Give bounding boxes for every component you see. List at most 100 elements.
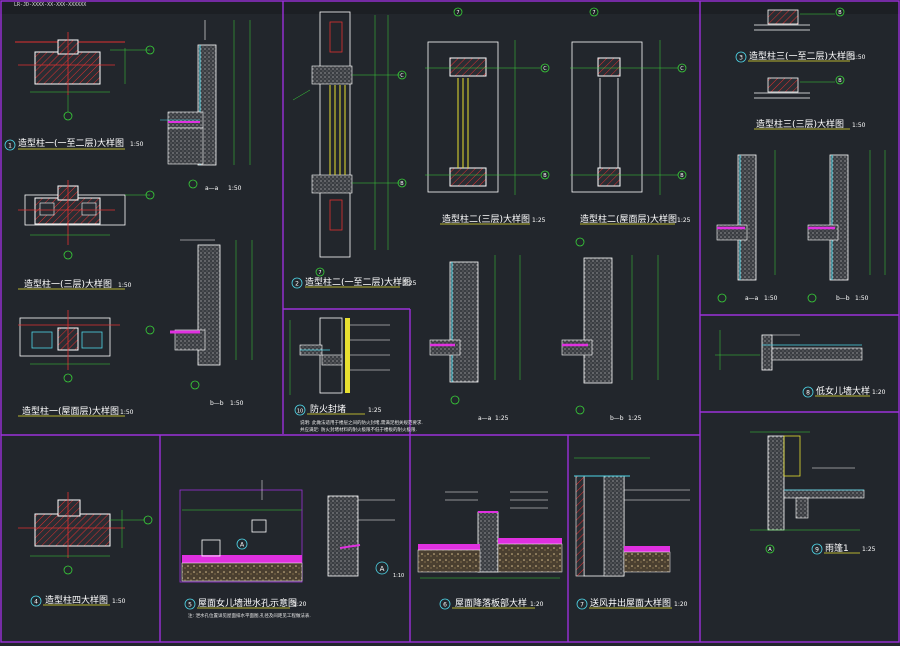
section-2a-scale: 1:25	[495, 415, 509, 422]
svg-text:1: 1	[8, 143, 12, 150]
section-3b-label: b—b	[836, 295, 850, 302]
svg-text:B: B	[400, 181, 404, 187]
fire-note-1: 说明: 此做法适用于楼层之间的防火封堵,需满足相关规范要求.	[300, 419, 423, 426]
detail-7-title-text: 送风井出屋面大样图	[590, 597, 671, 609]
detail-2b-title: 造型柱二(三层)大样图 1:25	[440, 213, 546, 225]
svg-text:A: A	[380, 565, 385, 573]
svg-text:A: A	[240, 542, 245, 549]
svg-text:C: C	[543, 66, 547, 72]
svg-text:B: B	[680, 173, 684, 179]
svg-text:A: A	[768, 547, 772, 553]
svg-text:7: 7	[318, 270, 321, 276]
detail-7-scale: 1:20	[674, 601, 688, 608]
detail-3b-title-text: 造型柱三(三层)大样图	[756, 118, 844, 130]
detail-1-plan-1	[15, 32, 155, 121]
svg-text:9: 9	[815, 547, 819, 554]
detail-1c-title-text: 造型柱一(屋面层)大样图	[22, 405, 119, 417]
detail-2c-title: 造型柱二(屋面层)大样图 1:25	[580, 213, 691, 225]
detail-2-section-b: b—b 1:25	[561, 237, 659, 422]
detail-2-plan-3rd: 7 C B	[425, 7, 550, 195]
fire-note-2: 并应满足: 防火封堵材料的耐火极限不低于楼板的耐火极限.	[300, 426, 417, 433]
svg-text:7: 7	[592, 10, 595, 16]
detail-9-canopy: A 9 雨篷1 1:25	[750, 431, 876, 555]
detail-1b-title-text: 造型柱一(三层)大样图	[24, 278, 112, 290]
svg-text:1:10: 1:10	[393, 573, 404, 579]
svg-text:4: 4	[34, 599, 38, 606]
detail-4-title-text: 造型柱四大样图	[45, 594, 108, 606]
detail-10-scale: 1:25	[368, 407, 382, 414]
section-3a-label: a—a	[745, 295, 759, 302]
detail-2-title: 2 造型柱二(一至二层)大样图 1:25	[291, 276, 417, 289]
detail-2-scale: 1:25	[403, 280, 417, 287]
svg-text:8: 8	[806, 390, 810, 397]
detail-3-scale: 1:50	[852, 54, 866, 61]
detail-2b-title-text: 造型柱二(三层)大样图	[442, 213, 530, 225]
detail-5-scale: 1:20	[293, 601, 307, 608]
detail-1c-scale: 1:50	[120, 409, 134, 416]
svg-text:C: C	[400, 73, 404, 79]
section-2b-scale: 1:25	[628, 415, 642, 422]
detail-2-section-a: a—a 1:25	[429, 255, 521, 422]
svg-text:5: 5	[188, 602, 192, 609]
section-2b-label: b—b	[610, 415, 624, 422]
detail-1-scale: 1:50	[130, 141, 144, 148]
detail-10-title-text: 防火封堵	[310, 403, 346, 415]
detail-1c-title: 造型柱一(屋面层)大样图 1:50	[18, 405, 134, 417]
detail-9-title-text: 雨篷1	[825, 542, 849, 554]
svg-text:3: 3	[739, 55, 743, 62]
detail-1-plan-3	[18, 310, 155, 383]
detail-9-scale: 1:25	[862, 546, 876, 553]
detail-7-shaft: 7 送风井出屋面大样图 1:20	[574, 457, 690, 610]
detail-1-title-text: 造型柱一(一至二层)大样图	[18, 137, 124, 149]
detail-3-plan-2: B 造型柱三(三层)大样图 1:50	[754, 75, 866, 130]
detail-3-section-a: a—a 1:50	[716, 150, 778, 303]
svg-text:B: B	[543, 173, 547, 179]
detail-2c-title-text: 造型柱二(屋面层)大样图	[580, 213, 677, 225]
detail-8-low-parapet: 8 低女儿墙大样 1:20	[715, 330, 886, 398]
section-3b-scale: 1:50	[855, 295, 869, 302]
svg-text:10: 10	[297, 409, 303, 415]
detail-1-plan-2	[18, 180, 155, 260]
detail-1b-scale: 1:50	[118, 282, 132, 289]
svg-text:7: 7	[456, 10, 459, 16]
section-2a-label: a—a	[478, 415, 492, 422]
titlebar-text: LR-JD-XXXX-XX-XXX-XXXXXX	[14, 2, 87, 8]
detail-2-plan-roof: 7 C B	[570, 7, 687, 195]
svg-text:B: B	[838, 10, 842, 16]
detail-2-title-text: 造型柱二(一至二层)大样图	[305, 276, 411, 288]
detail-1-title: 1 造型柱一(一至二层)大样图 1:50	[4, 137, 144, 151]
detail-5-drain: A A 1:10 5 屋面女儿墙泄水孔示意图 1:20 注: 泄水孔位置详见屋面…	[179, 480, 404, 619]
detail-4-scale: 1:50	[112, 598, 126, 605]
detail-6-scale: 1:20	[530, 601, 544, 608]
titlebar: LR-JD-XXXX-XX-XXX-XXXXXX	[0, 0, 900, 14]
detail-5-title-text: 屋面女儿墙泄水孔示意图	[198, 597, 297, 609]
svg-text:C: C	[680, 66, 684, 72]
svg-text:6: 6	[443, 602, 447, 609]
detail-1-section-b: b—b 1:50	[170, 239, 253, 407]
section-a-scale: 1:50	[228, 185, 242, 192]
detail-3-plan-1: B 3 造型柱三(一至二层)大样图 1:50	[735, 7, 866, 63]
detail-3-title-text: 造型柱三(一至二层)大样图	[749, 50, 855, 62]
section-b-label: b—b	[210, 400, 224, 407]
detail-10-fire-stop: 10 防火封堵 1:25 说明: 此做法适用于楼层之间的防火封堵,需满足相关规范…	[289, 317, 423, 433]
detail-1-section-a: a—a 1:50	[160, 20, 251, 192]
detail-4-plan: 4 造型柱四大样图 1:50	[18, 492, 153, 607]
detail-3b-scale: 1:50	[852, 122, 866, 129]
svg-text:7: 7	[580, 602, 584, 609]
detail-2c-scale: 1:25	[677, 217, 691, 224]
svg-text:2: 2	[295, 281, 299, 288]
detail-2b-scale: 1:25	[532, 217, 546, 224]
detail-3-section-b: b—b 1:50	[807, 150, 886, 303]
svg-text:B: B	[838, 78, 842, 84]
detail-6-roof-drop: 6 屋面降落板部大样 1:20	[417, 491, 563, 610]
detail-8-title-text: 低女儿墙大样	[816, 385, 870, 397]
drain-note: 注: 泄水孔位置详见屋面排水平面图,孔径及间距见工程做法表.	[188, 612, 311, 619]
detail-2-elevation: C B 7	[292, 11, 407, 277]
detail-8-scale: 1:20	[872, 389, 886, 396]
section-b-scale: 1:50	[230, 400, 244, 407]
detail-6-title-text: 屋面降落板部大样	[455, 597, 527, 609]
section-a-label: a—a	[205, 185, 219, 192]
section-3a-scale: 1:50	[764, 295, 778, 302]
